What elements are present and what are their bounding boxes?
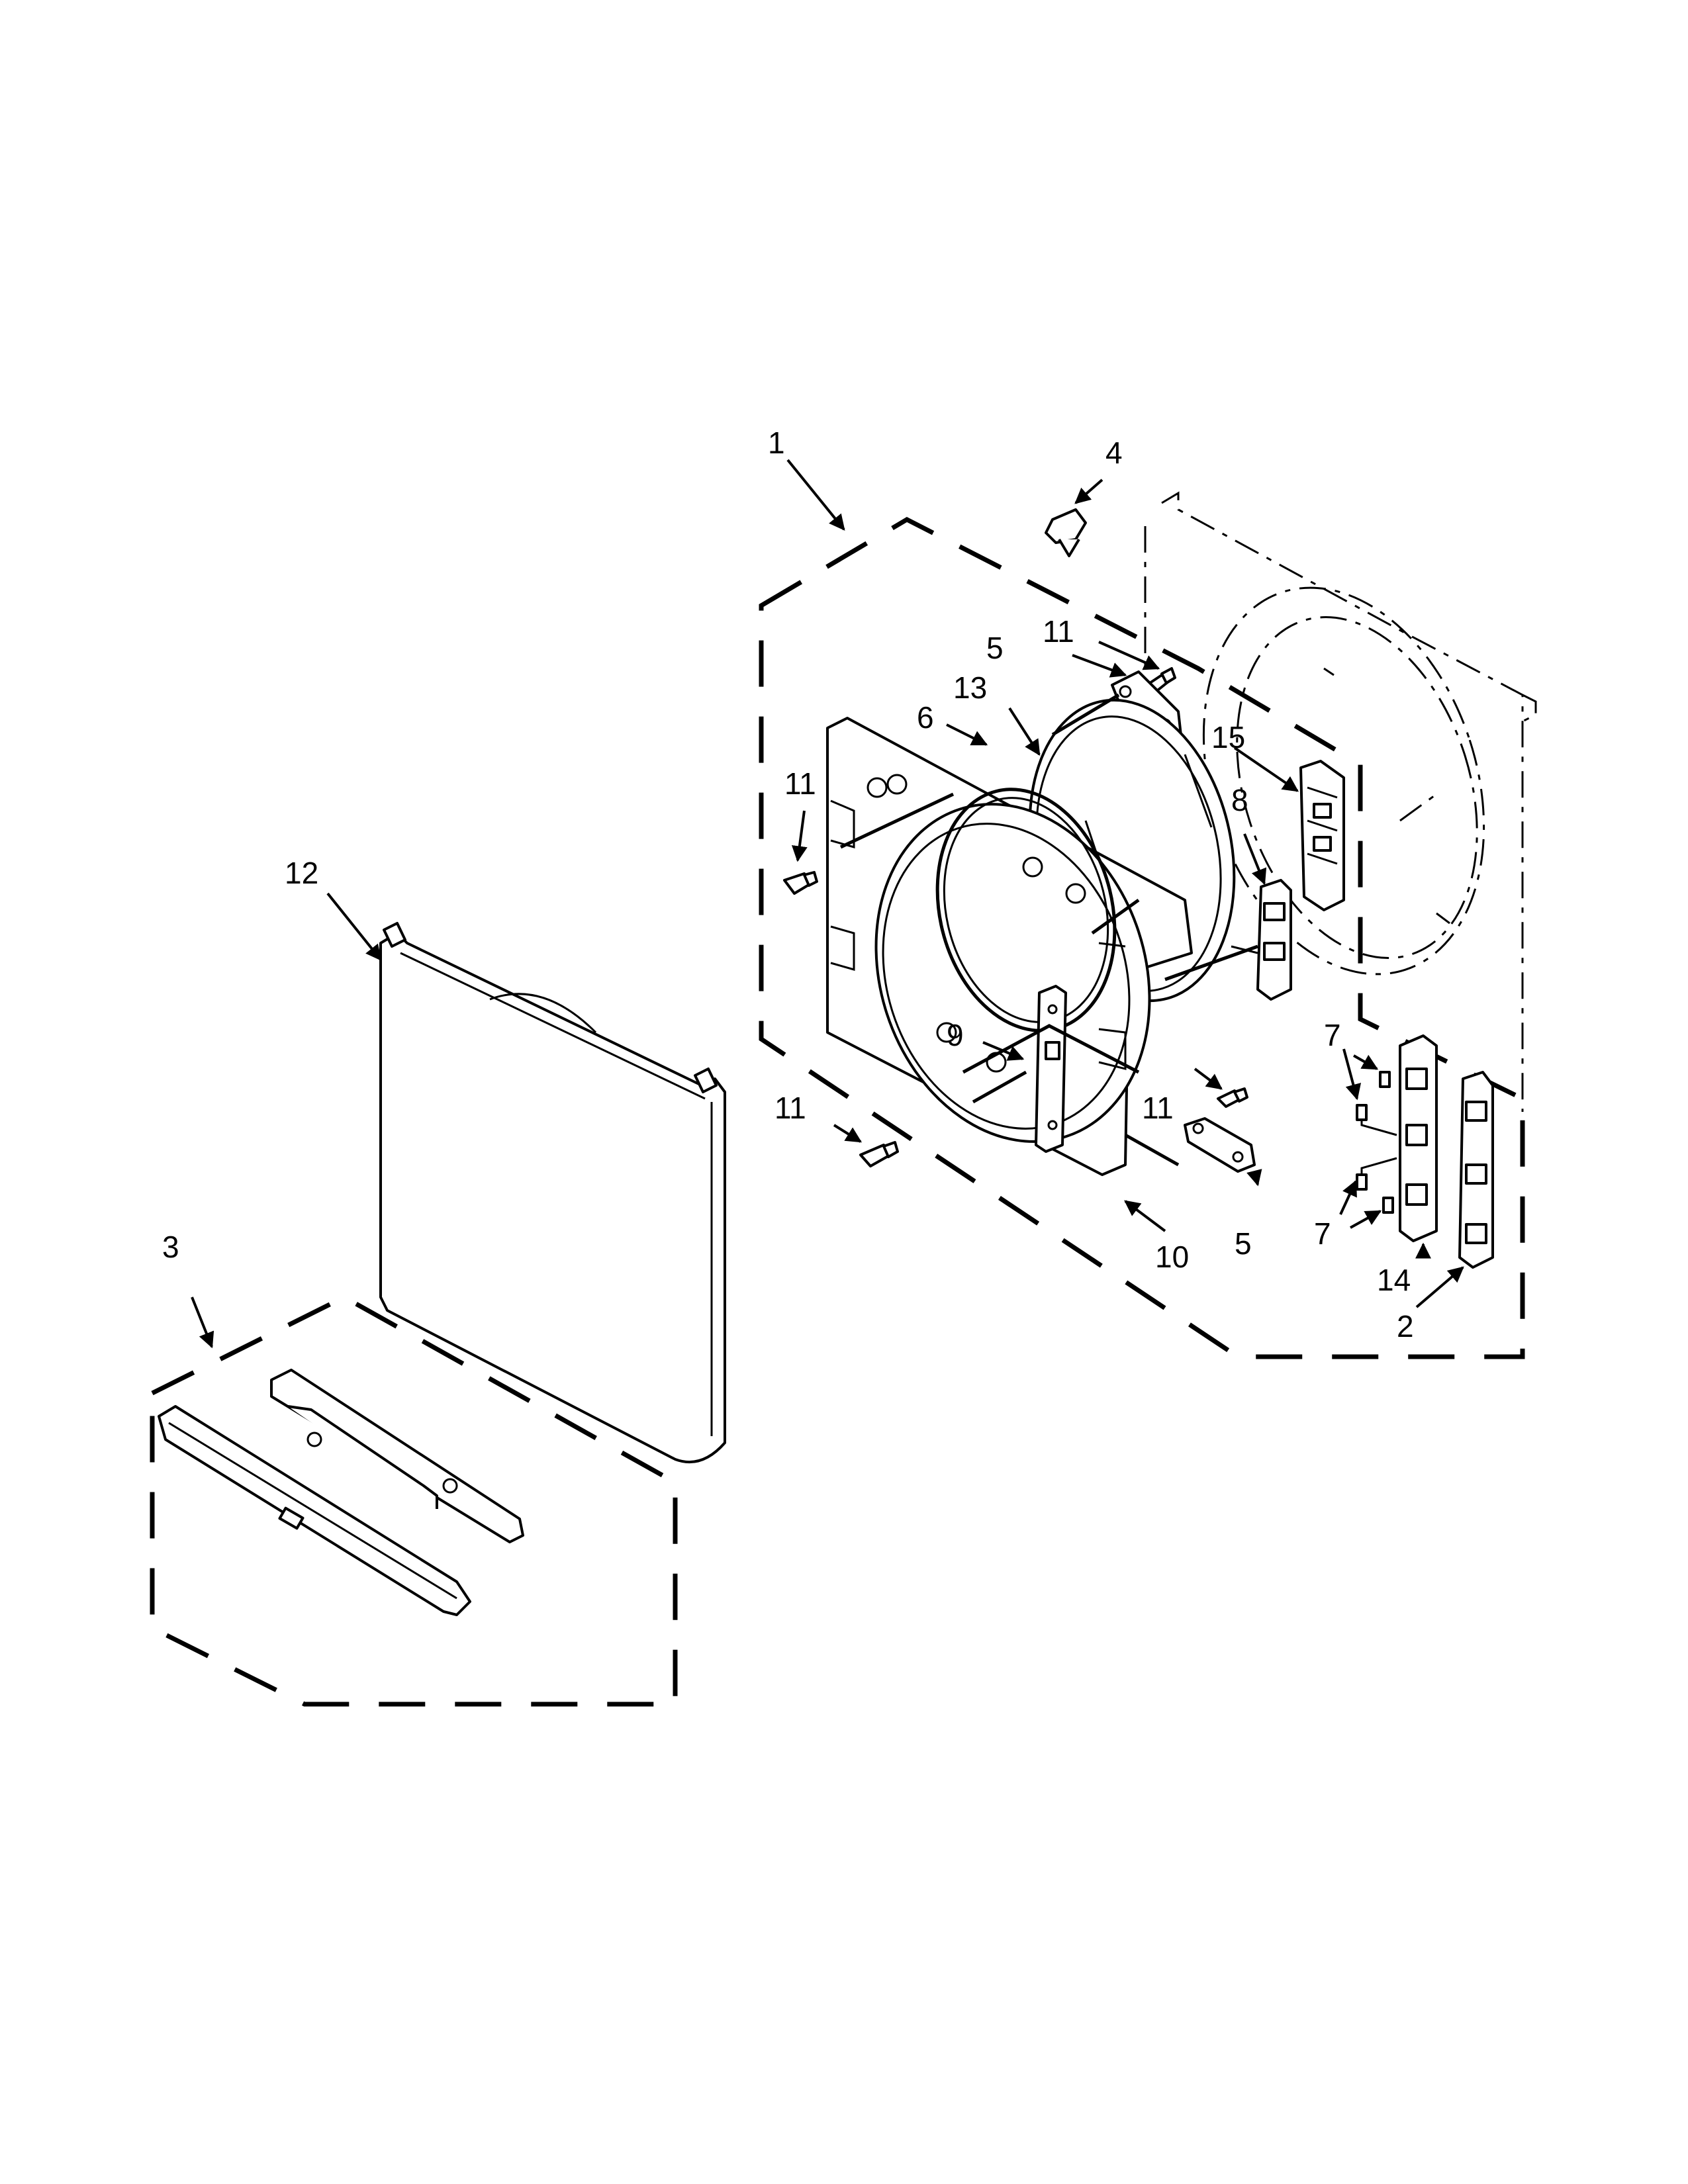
callout-3: 3: [162, 1230, 179, 1264]
callout-5-top: 5: [986, 631, 1004, 665]
part-5-hinge-bottom: [1184, 1117, 1256, 1173]
part-11-screw-lower-right: [1217, 1087, 1248, 1108]
part-11-screw-lower-left: [859, 1141, 899, 1167]
callout-15: 15: [1211, 720, 1245, 754]
callout-7-c: 7: [1314, 1216, 1331, 1251]
callout-11-lower-left: 11: [774, 1091, 806, 1125]
part-11-screw-left: [783, 871, 818, 895]
group-outline-1: [759, 517, 1525, 1359]
callout-14: 14: [1377, 1263, 1411, 1297]
part-2-mount-plate: [1458, 1071, 1494, 1269]
part-7-pins: [1356, 1071, 1397, 1214]
callout-4: 4: [1105, 435, 1123, 470]
part-14-hinge-assembly: [1399, 1034, 1438, 1242]
callout-6: 6: [917, 700, 934, 735]
callout-labels: 1 4 11 5 13 6 15 8 11 12 9 11 11 7 7 10 …: [162, 426, 1414, 1343]
callout-2: 2: [1397, 1309, 1414, 1343]
part-12-front-panel: [379, 922, 726, 1464]
callout-5-bottom: 5: [1235, 1226, 1252, 1261]
callout-11-top: 11: [1043, 614, 1074, 649]
callout-7-a: 7: [1324, 1018, 1341, 1052]
callout-11-lower-right: 11: [1142, 1091, 1174, 1125]
callout-9: 9: [947, 1018, 964, 1052]
callout-12: 12: [285, 856, 318, 890]
part-9-handle: [1035, 985, 1067, 1153]
part-15-latch: [1299, 760, 1345, 911]
callout-8: 8: [1231, 783, 1248, 817]
part-8-hinge-bracket: [1256, 879, 1292, 1001]
callout-11-left: 11: [784, 766, 816, 801]
part-4-plug: [1045, 508, 1087, 557]
callout-10: 10: [1155, 1240, 1189, 1274]
alignment-lines: [839, 693, 1258, 1167]
part-3-console-assembly: [158, 1369, 524, 1616]
callout-13: 13: [953, 670, 987, 705]
leader-arrows: [191, 459, 1464, 1349]
callout-1: 1: [768, 426, 785, 460]
